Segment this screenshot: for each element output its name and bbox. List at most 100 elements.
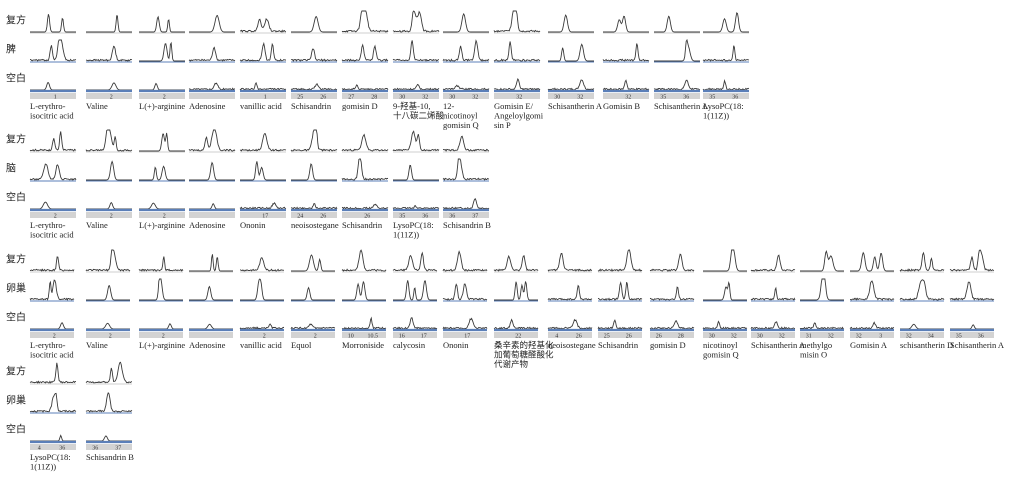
trace-compound bbox=[649, 253, 695, 272]
trace-compound bbox=[29, 256, 75, 273]
trace-blank bbox=[290, 202, 338, 210]
trace-spleen bbox=[442, 39, 490, 62]
trace-blank bbox=[649, 320, 695, 330]
tick-label: 36 bbox=[92, 446, 98, 452]
compound-label: gomisin Q bbox=[703, 350, 739, 360]
compound-label: 代谢产物 bbox=[494, 359, 529, 369]
tick-label: 36 bbox=[978, 334, 984, 340]
trace-ovary bbox=[240, 278, 284, 301]
tick-label: 30 bbox=[399, 95, 405, 101]
trace-blank bbox=[900, 323, 944, 330]
compound-label: LysoPC(18: bbox=[393, 220, 434, 230]
axis-strip bbox=[189, 93, 235, 99]
tick-label: 32 bbox=[906, 334, 912, 340]
compound-label: vanillic acid bbox=[240, 101, 283, 111]
axis-strip bbox=[86, 444, 132, 450]
trace-spleen bbox=[702, 45, 750, 62]
compound-label: Schisandrin B bbox=[86, 452, 134, 462]
tick-label: 2 bbox=[54, 214, 57, 220]
tick-label: 30 bbox=[709, 334, 715, 340]
trace-blank bbox=[341, 203, 389, 210]
compound-label: 12- bbox=[443, 101, 455, 111]
axis-strip bbox=[494, 332, 538, 338]
chromatogram-column: Adenosine bbox=[188, 14, 236, 111]
axis-strip bbox=[393, 212, 439, 218]
compound-label: Valine bbox=[86, 101, 108, 111]
trace-ovary bbox=[291, 286, 335, 301]
axis-strip bbox=[291, 212, 337, 218]
tick-label: 36 bbox=[683, 95, 689, 101]
compound-label: schisantherin D bbox=[900, 340, 953, 350]
trace-blank bbox=[392, 204, 440, 210]
tick-label: 2 bbox=[110, 95, 113, 101]
trace-spleen bbox=[493, 41, 541, 62]
axis-strip bbox=[189, 212, 235, 218]
trace-compound bbox=[139, 132, 185, 152]
tick-label: 30 bbox=[757, 334, 763, 340]
compound-label: sin P bbox=[494, 120, 511, 130]
tick-label: 32 bbox=[516, 95, 522, 101]
tick-label: 26 bbox=[364, 214, 370, 220]
axis-strip bbox=[240, 93, 286, 99]
trace-ovary bbox=[29, 392, 77, 413]
row-label-compound: 复方 bbox=[6, 133, 26, 146]
axis-strip bbox=[240, 212, 286, 218]
tick-label: 30 bbox=[449, 95, 455, 101]
row-label-compound: 复方 bbox=[6, 14, 26, 27]
trace-ovary bbox=[949, 281, 995, 301]
trace-compound bbox=[188, 129, 236, 152]
axis-strip bbox=[240, 332, 284, 338]
trace-blank bbox=[653, 79, 701, 91]
compound-label: Schisandrin bbox=[291, 101, 332, 111]
compound-label: L(+)-arginine bbox=[139, 101, 185, 111]
compound-label: isocitric acid bbox=[30, 230, 74, 240]
chromatogram-column: 2L(+)-arginine bbox=[139, 15, 185, 111]
axis-strip bbox=[751, 332, 795, 338]
axis-strip bbox=[950, 332, 994, 338]
axis-strip bbox=[443, 212, 489, 218]
trace-ovary bbox=[442, 283, 488, 301]
trace-blank bbox=[290, 323, 336, 330]
trace-compound bbox=[443, 12, 489, 33]
trace-blank bbox=[702, 320, 748, 330]
trace-brain bbox=[393, 164, 439, 181]
tick-label: 32 bbox=[779, 334, 785, 340]
chromatogram-column: Adenosine bbox=[188, 129, 236, 230]
tick-label: 35 bbox=[660, 95, 666, 101]
tick-label: 2 bbox=[109, 334, 112, 340]
axis-strip bbox=[30, 332, 74, 338]
compound-label: L(+)-arginine bbox=[139, 220, 185, 230]
compound-label: nicotinoyl bbox=[443, 111, 478, 121]
trace-compound bbox=[341, 249, 387, 272]
axis-strip bbox=[443, 93, 489, 99]
axis-strip bbox=[603, 93, 649, 99]
compound-label: 桑辛素的羟基化 bbox=[494, 340, 554, 350]
trace-compound bbox=[85, 361, 133, 384]
tick-label: 36 bbox=[732, 95, 738, 101]
trace-blank bbox=[189, 323, 233, 330]
tick-label: 36 bbox=[59, 446, 65, 452]
trace-blank bbox=[750, 321, 796, 330]
trace-ovary bbox=[800, 278, 844, 301]
trace-blank bbox=[341, 84, 389, 91]
trace-compound bbox=[750, 254, 796, 272]
compound-label: Gomisin E/ bbox=[494, 101, 534, 111]
trace-compound bbox=[547, 253, 593, 272]
axis-strip bbox=[291, 93, 337, 99]
tick-label: 32 bbox=[856, 334, 862, 340]
chromatogram-column: Adenosine bbox=[189, 254, 233, 350]
axis-strip bbox=[598, 332, 642, 338]
compound-label: Adenosine bbox=[189, 101, 226, 111]
compound-label: methylgo bbox=[800, 340, 832, 350]
trace-compound bbox=[30, 14, 76, 33]
